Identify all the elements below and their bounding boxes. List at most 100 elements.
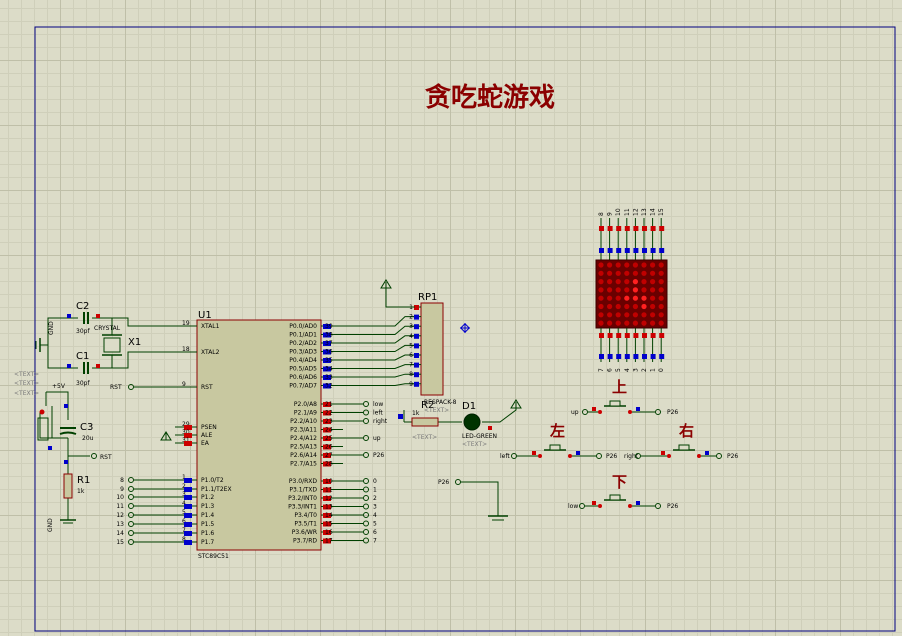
p1-net-label: 13 — [116, 521, 124, 528]
mcu-pin-number: 3 — [182, 491, 186, 498]
d1-text: <TEXT> — [462, 441, 487, 448]
matrix-dot — [615, 312, 621, 318]
text-tag-2: <TEXT> — [14, 380, 39, 387]
matrix-bottom-pin-label: 0 — [658, 368, 665, 372]
c1-ref: C1 — [76, 351, 89, 362]
mcu-pin-name: P3.6/WR — [292, 529, 317, 536]
matrix-dot — [607, 295, 613, 301]
mcu-pin-number: 37 — [325, 340, 333, 347]
mcu-pin-number: 1 — [182, 474, 186, 481]
mcu-pin-number: 17 — [325, 538, 333, 545]
mcu-pin-number: 24 — [325, 427, 333, 434]
r1-ref: R1 — [77, 475, 90, 486]
button-up-out: P26 — [667, 409, 678, 416]
matrix-dot — [598, 320, 604, 326]
p1-net-label: 14 — [116, 530, 124, 537]
p3-net-label: 2 — [373, 495, 377, 502]
matrix-dots — [598, 262, 664, 326]
mcu-pin-number: 9 — [182, 381, 186, 388]
matrix-dot — [624, 295, 630, 301]
matrix-top-pin-label: 12 — [632, 208, 639, 216]
matrix-dot — [632, 287, 639, 293]
matrix-dot — [632, 303, 639, 310]
mcu-pin-number: 11 — [325, 487, 333, 494]
matrix-dot — [650, 279, 656, 285]
matrix-dot — [624, 287, 630, 293]
mcu-pin-name: P2.7/A15 — [290, 461, 317, 468]
p1-net-label: 8 — [120, 477, 124, 484]
mcu-pin-number: 32 — [325, 383, 333, 390]
mcu-pin-name: P1.3 — [201, 503, 214, 510]
button-up-char: 上 — [612, 378, 627, 396]
mcu-pin-name: P0.1/AD1 — [289, 332, 317, 339]
matrix-dot — [641, 287, 647, 293]
matrix-bottom-pin-label: 7 — [598, 368, 605, 372]
mcu-pin-number: 31 — [182, 437, 190, 444]
matrix-top-pin-label: 15 — [658, 208, 665, 216]
rp1-pin-number: 2 — [409, 314, 413, 321]
p3-net-label: 6 — [373, 529, 377, 536]
matrix-bottom-pin-label: 4 — [624, 368, 631, 372]
mcu-pin-name: P3.0/RXD — [289, 478, 317, 485]
rp1-pin-number: 6 — [409, 352, 413, 359]
matrix-dot — [632, 279, 639, 285]
p2-net-label: low — [373, 401, 383, 408]
c1-value: 30pf — [76, 380, 90, 387]
p3-net-label: 1 — [373, 487, 377, 494]
matrix-dot — [632, 320, 639, 326]
mcu-pin-number: 39 — [325, 323, 333, 330]
mcu-pin-name: P2.0/A8 — [294, 401, 317, 408]
d1-ref: D1 — [462, 401, 476, 412]
mcu-pin-number: 13 — [325, 504, 333, 511]
matrix-dot — [658, 295, 664, 301]
x1-ref: X1 — [128, 337, 141, 348]
r2-text: <TEXT> — [412, 434, 437, 441]
mcu-pin-number: 14 — [325, 512, 333, 519]
mcu-pin-name: P3.2/INT0 — [288, 495, 317, 502]
p2-net-label: P26 — [373, 452, 384, 459]
rp1-pin-number: 4 — [409, 333, 413, 340]
matrix-top-pin-label: 9 — [607, 212, 614, 216]
matrix-dot — [641, 270, 647, 276]
r2-ref: R2 — [421, 400, 434, 411]
mcu-part: STC89C51 — [198, 553, 229, 560]
p3-net-label: 7 — [373, 538, 377, 545]
rp1-part: RESPACK-8 — [424, 399, 457, 406]
mcu-pin-name: P0.5/AD5 — [289, 366, 317, 373]
gnd-label-2: GND — [47, 518, 54, 532]
matrix-dot — [632, 312, 639, 318]
matrix-dot — [632, 295, 639, 301]
mcu-pin-number: 12 — [325, 495, 333, 502]
oscillator-circuit: C2 30pf C1 30pf X1 CRYSTAL GND — [35, 301, 197, 387]
p1-net-label: 15 — [116, 539, 124, 546]
matrix-dot — [615, 270, 621, 276]
mcu-pin-number: 15 — [325, 521, 333, 528]
mcu-pin-name: P3.1/TXD — [289, 487, 317, 494]
matrix-dot — [624, 279, 630, 285]
matrix-dot — [607, 320, 613, 326]
matrix-dot — [658, 303, 664, 310]
mcu-pin-name: P0.4/AD4 — [289, 357, 317, 364]
matrix-dot — [658, 262, 664, 268]
button-right-out: P26 — [727, 453, 738, 460]
mcu-pin-number: 36 — [325, 349, 333, 356]
matrix-dot — [598, 295, 604, 301]
gnd-label: GND — [48, 321, 55, 335]
mcu-u1[interactable]: U1 STC89C51 XTAL119XTAL218RST9PSEN29ALE3… — [175, 310, 343, 560]
p1-net-label: 10 — [116, 494, 124, 501]
mcu-pin-number: 2 — [182, 483, 186, 490]
matrix-dot — [658, 279, 664, 285]
matrix-dot — [632, 270, 639, 276]
matrix-dot — [615, 262, 621, 268]
mcu-pin-name: P1.6 — [201, 530, 214, 537]
